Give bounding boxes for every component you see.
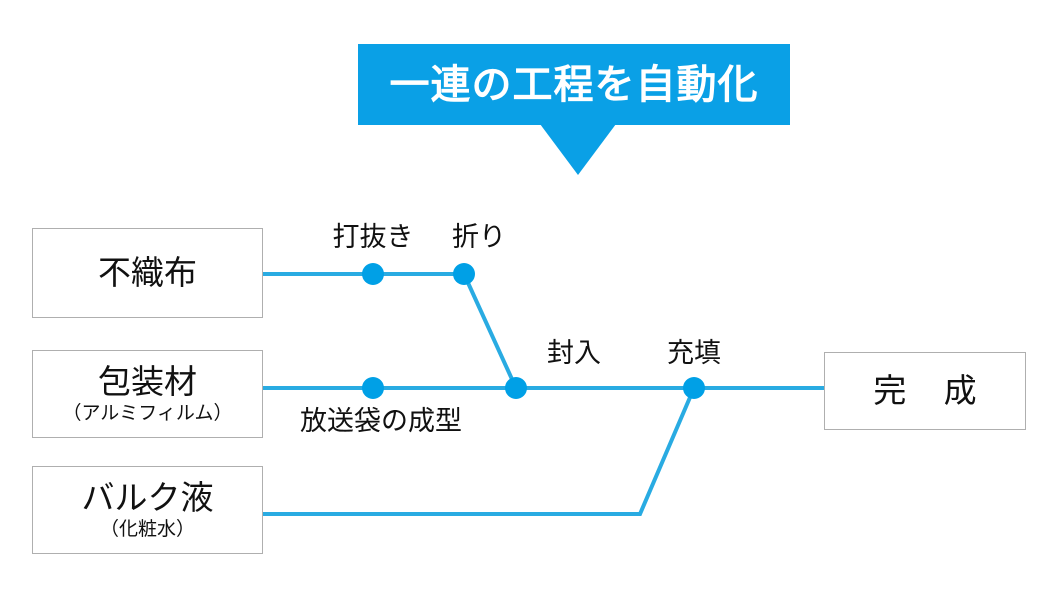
node-punching[interactable] (362, 263, 384, 285)
input-box-packaging: 包装材 （アルミフィルム） (32, 350, 263, 438)
step-label-bag-forming: 放送袋の成型 (300, 406, 462, 436)
output-box-complete-title: 完 成 (873, 371, 991, 409)
line-bulk-to-filling (263, 387, 696, 516)
input-box-bulk-liquid: バルク液 （化粧水） (32, 466, 263, 554)
input-box-nonwoven-title: 不織布 (98, 253, 197, 291)
step-label-folding: 折り (452, 222, 506, 252)
input-box-packaging-subtitle: （アルミフィルム） (62, 402, 233, 424)
input-box-bulk-liquid-title: バルク液 (81, 478, 214, 516)
node-filling[interactable] (683, 377, 705, 399)
input-box-bulk-liquid-subtitle: （化粧水） (99, 518, 195, 540)
node-folding[interactable] (453, 263, 475, 285)
step-label-sealing: 封入 (547, 338, 601, 368)
step-label-filling: 充填 (667, 338, 721, 368)
input-box-packaging-title: 包装材 (98, 362, 197, 400)
output-box-complete: 完 成 (824, 352, 1026, 430)
node-sealing[interactable] (505, 377, 527, 399)
step-label-punching: 打抜き (332, 222, 414, 252)
line-folding-to-sealing (462, 273, 518, 389)
node-bagform[interactable] (362, 377, 384, 399)
banner-title: 一連の工程を自動化 (389, 62, 759, 107)
banner-callout: 一連の工程を自動化 (358, 44, 790, 125)
input-box-nonwoven: 不織布 (32, 228, 263, 318)
banner-pointer-triangle (540, 124, 616, 175)
